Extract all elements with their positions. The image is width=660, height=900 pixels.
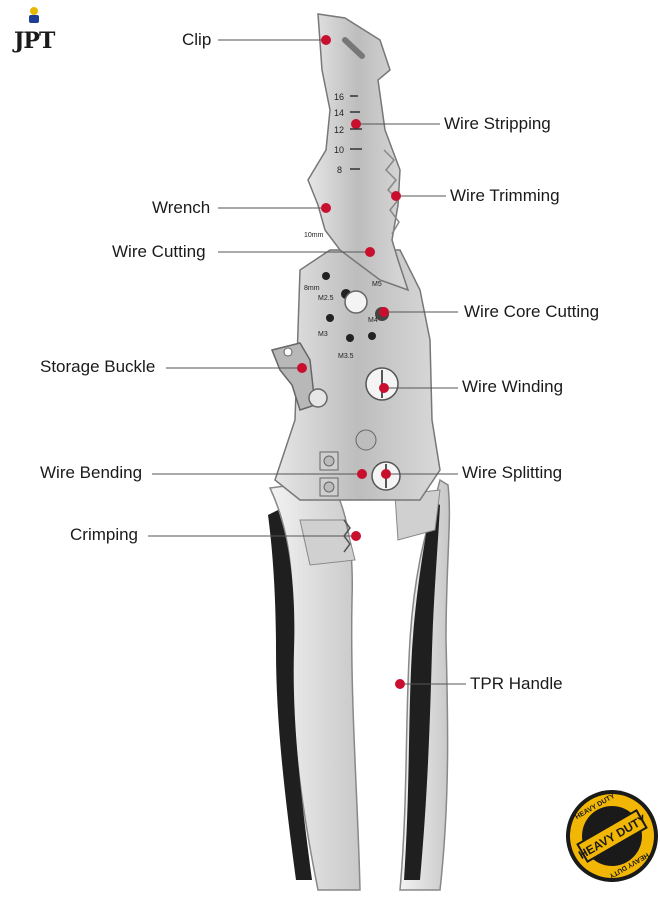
callout-dots (297, 35, 405, 689)
right-grip (404, 500, 440, 880)
logo-figure-icon (29, 7, 39, 23)
storage-buckle (270, 342, 316, 411)
label-wire-bending: Wire Bending (40, 463, 143, 482)
svg-text:M4: M4 (368, 317, 378, 324)
label-wire-stripping: Wire Stripping (444, 114, 551, 133)
upper-blade (307, 13, 410, 292)
svg-text:M2.5: M2.5 (318, 295, 334, 302)
label-clip: Clip (182, 30, 212, 49)
label-wire-winding: Wire Winding (462, 377, 564, 396)
svg-text:8: 8 (337, 165, 342, 175)
label-wrench: Wrench (152, 198, 211, 217)
heavy-duty-badge: HEAVY DUTY HEAVY DUTY HEAVY DUTY (566, 790, 658, 882)
label-crimping: Crimping (70, 525, 139, 544)
label-tpr-handle: TPR Handle (470, 674, 563, 693)
svg-text:16: 16 (334, 92, 344, 102)
left-grip (268, 510, 312, 880)
svg-text:M3: M3 (318, 331, 328, 338)
svg-text:8mm: 8mm (304, 285, 320, 292)
svg-text:10mm: 10mm (304, 232, 324, 239)
label-wire-trimming: Wire Trimming (450, 186, 560, 205)
logo-text: JPT (14, 28, 55, 54)
label-storage-buckle: Storage Buckle (40, 357, 156, 376)
leader-lines (148, 39, 466, 685)
label-wire-cutting: Wire Cutting (112, 242, 206, 261)
svg-text:14: 14 (334, 108, 344, 118)
label-wire-splitting: Wire Splitting (462, 463, 563, 482)
brand-logo: JPT (8, 4, 58, 64)
svg-text:12: 12 (334, 125, 344, 135)
svg-text:M5: M5 (372, 281, 382, 288)
label-wire-core-cutting: Wire Core Cutting (464, 302, 600, 321)
svg-text:10: 10 (334, 145, 344, 155)
svg-text:M3.5: M3.5 (338, 353, 354, 360)
